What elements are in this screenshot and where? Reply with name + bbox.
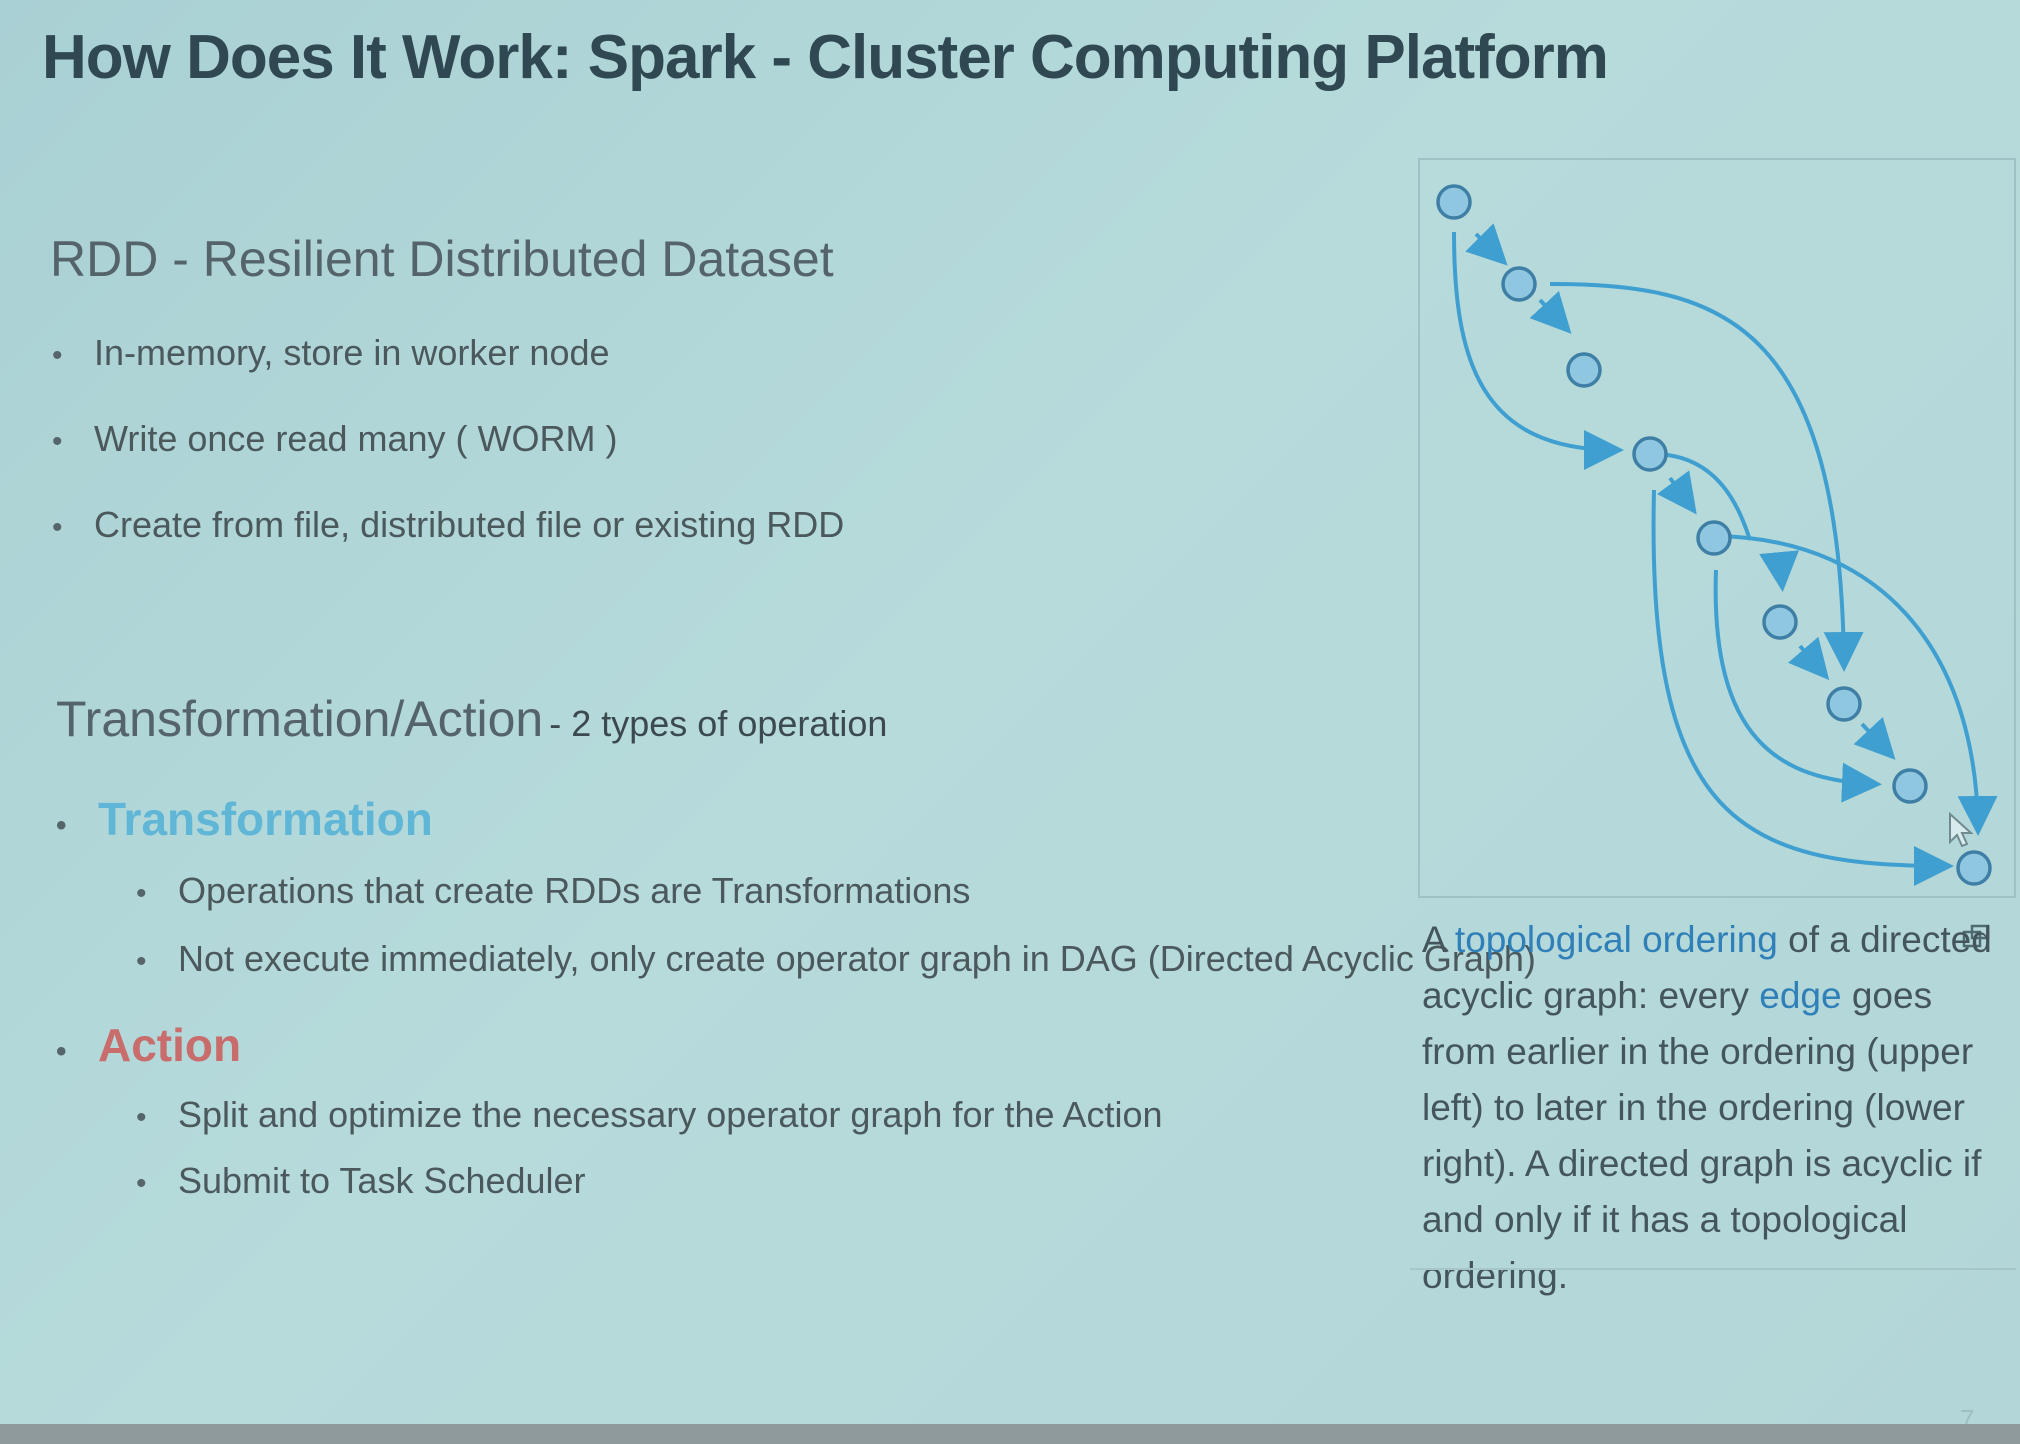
bullet-dot: • [52,425,63,458]
action-bullet-1: • Split and optimize the necessary operat… [136,1094,1163,1136]
dag-edge [1656,470,1697,515]
action-bullet-text: Submit to Task Scheduler [178,1160,586,1201]
dag-graph [1436,184,1998,886]
action-bullet-text: Split and optimize the necessary operato… [178,1094,1163,1135]
dag-node [1436,184,1472,220]
dag-node [1696,520,1732,556]
dag-node [1956,850,1992,886]
ops-subheading: - 2 types of operation [549,703,888,744]
dag-node [1826,686,1862,722]
transformation-bullet-text: Operations that create RDDs are Transfor… [178,870,971,911]
caption-divider [1410,1268,2016,1270]
bullet-dot: • [52,511,63,544]
dag-edge [1651,489,1954,886]
expand-icon[interactable] [1962,924,1992,955]
bullet-dot: • [56,1035,67,1068]
dag-node [1632,436,1668,472]
action-item: • Action [56,1018,241,1072]
bullet-dot: • [52,339,63,372]
rdd-heading: RDD - Resilient Distributed Dataset [50,231,834,287]
transformation-bullet-2: • Not execute immediately, only create op… [136,938,1536,980]
edge-link[interactable]: edge [1759,975,1842,1016]
dag-node [1762,604,1798,640]
bullet-dot: • [136,877,147,910]
slide-title: How Does It Work: Spark - Cluster Comput… [42,23,1609,92]
dag-node [1501,266,1537,302]
caption-text: goes from earlier in the ordering (upper… [1422,975,1982,1296]
ops-heading: Transformation/Action- 2 types of operat… [56,690,887,748]
dag-edge [1655,452,1752,541]
dag-edge [1713,569,1882,803]
dag-edge [1465,223,1508,266]
dag-edge [1759,550,1800,592]
action-label: Action [98,1019,242,1071]
dag-edge [1717,534,1998,836]
transformation-label: Transformation [98,793,433,845]
bullet-dot: • [136,945,147,978]
rdd-bullet-1: • In-memory, store in worker node [52,332,610,374]
dag-node [1566,352,1602,388]
rdd-bullet-text: Write once read many ( WORM ) [94,418,618,459]
dag-edge [1529,290,1572,334]
dag-edge [1787,636,1830,681]
action-bullet-2: • Submit to Task Scheduler [136,1160,586,1202]
dag-edge [1452,231,1624,470]
dag-figure [1418,158,2016,898]
rdd-bullet-text: Create from file, distributed file or ex… [94,504,845,545]
mouse-cursor-icon [1948,811,1974,853]
bullet-dot: • [136,1101,147,1134]
rdd-bullet-2: • Write once read many ( WORM ) [52,418,617,460]
dag-edge [1549,282,1864,672]
transformation-item: • Transformation [56,792,433,846]
bullet-dot: • [136,1167,147,1200]
transformation-bullet-1: • Operations that create RDDs are Transfo… [136,870,970,912]
rdd-bullet-text: In-memory, store in worker node [94,332,610,373]
figure-caption: A topological ordering of a directed acy… [1422,912,1992,1304]
topological-ordering-link[interactable]: topological ordering [1454,919,1778,960]
bottom-bar [0,1424,2020,1444]
bullet-dot: • [56,809,67,842]
rdd-bullet-3: • Create from file, distributed file or e… [52,504,844,546]
dag-node [1892,768,1928,804]
transformation-bullet-text: Not execute immediately, only create ope… [178,938,1536,979]
dag-edge [1853,716,1896,760]
caption-text: of a directed acyclic graph: every [1422,919,1992,1016]
ops-heading-text: Transformation/Action [56,691,544,747]
caption-text: A [1422,919,1455,960]
